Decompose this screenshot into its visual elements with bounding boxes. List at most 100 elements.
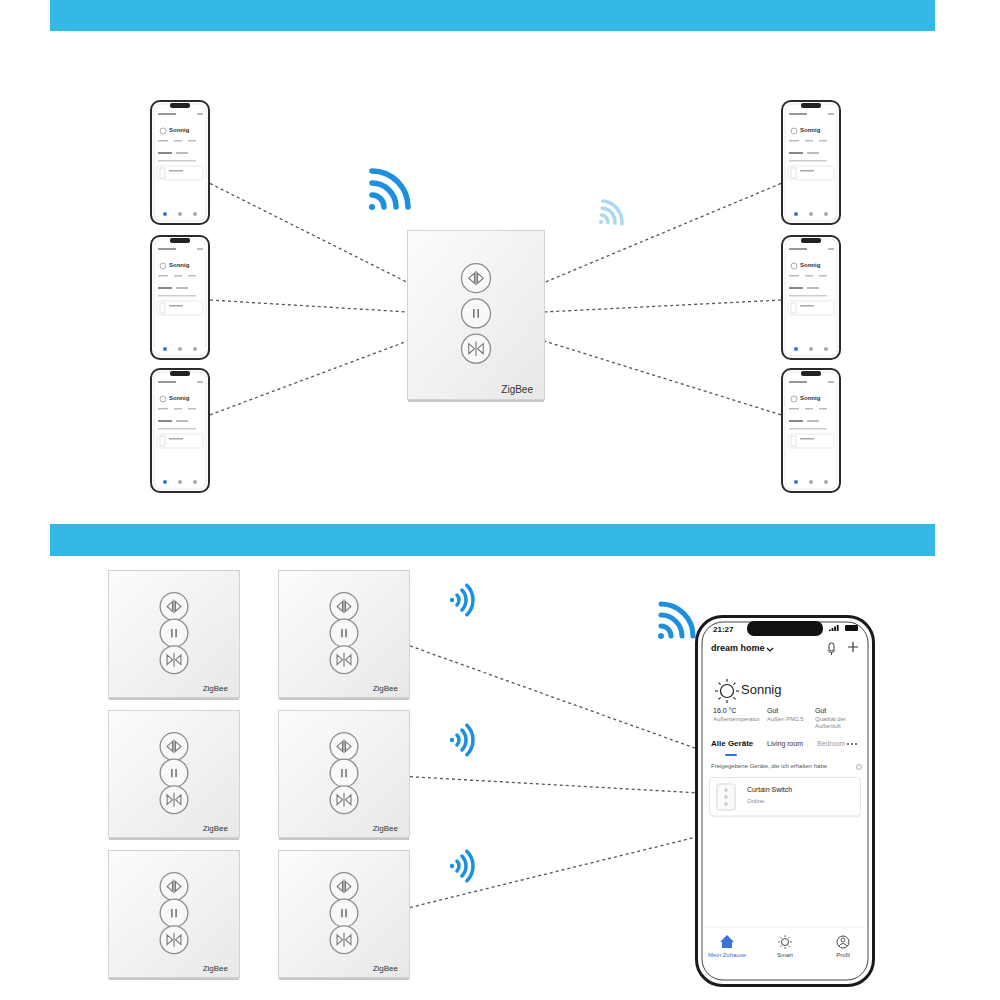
touch-button bbox=[462, 264, 491, 293]
nav-icon bbox=[193, 480, 197, 484]
wifi-arc bbox=[457, 735, 459, 745]
touch-button bbox=[330, 873, 358, 901]
device-card-shape bbox=[709, 777, 861, 817]
touch-button bbox=[330, 899, 358, 927]
screen-line bbox=[807, 152, 819, 154]
app-text: 16.0 °C bbox=[713, 707, 736, 715]
screen-line bbox=[789, 287, 803, 289]
wifi-arc bbox=[462, 590, 466, 610]
phone-body bbox=[782, 236, 840, 359]
screen-line bbox=[169, 170, 183, 172]
smartphone-shape bbox=[150, 100, 210, 225]
brand-label: ZigBee bbox=[373, 684, 398, 693]
zigbee-curtain-switch-shape bbox=[108, 570, 240, 700]
touch-button bbox=[160, 786, 188, 814]
button-icon bbox=[469, 341, 483, 355]
screen-line bbox=[158, 160, 196, 162]
phone-screen bbox=[702, 622, 868, 980]
phone-notch bbox=[801, 238, 821, 243]
screen-line bbox=[174, 408, 182, 410]
dashed-connector bbox=[410, 777, 695, 793]
smartphone: Sonnig bbox=[781, 235, 841, 360]
smart-icon bbox=[782, 939, 789, 946]
nav-icon bbox=[809, 347, 813, 351]
screen-text: Sonnig bbox=[169, 127, 189, 134]
button-icon bbox=[342, 629, 346, 637]
screen-line bbox=[789, 381, 807, 383]
sun-icon bbox=[160, 396, 166, 402]
smartphone: Sonnig bbox=[150, 100, 210, 225]
smartphone: Sonnig bbox=[781, 368, 841, 493]
app-text: Bedroom bbox=[817, 740, 845, 748]
sun-icon bbox=[791, 263, 797, 269]
app-text: Außentemperatur bbox=[713, 716, 760, 723]
screen-line bbox=[174, 140, 182, 142]
glass-panel bbox=[279, 711, 410, 838]
smartphone-shape bbox=[150, 235, 210, 360]
more-dots bbox=[855, 743, 857, 745]
nav-icon bbox=[794, 347, 798, 351]
app-text: Living room bbox=[767, 740, 803, 748]
wifi-dot bbox=[369, 204, 375, 210]
wifi-signal bbox=[450, 851, 473, 881]
screen-line bbox=[789, 140, 799, 142]
zigbee-curtain-switch-shape bbox=[108, 710, 240, 840]
brand-label: ZigBee bbox=[203, 684, 228, 693]
battery-icon bbox=[845, 625, 858, 631]
wifi-arc bbox=[661, 615, 682, 636]
brand-label: ZigBee bbox=[203, 824, 228, 833]
phone-body bbox=[151, 369, 209, 492]
wifi-arc bbox=[457, 861, 459, 871]
nav-icon bbox=[794, 212, 798, 216]
screen-text: Sonnig bbox=[169, 395, 189, 402]
nav-icon bbox=[163, 212, 167, 216]
screen-text: Sonnig bbox=[800, 395, 820, 402]
touch-button bbox=[330, 786, 358, 814]
device-card bbox=[157, 301, 203, 315]
phone-screen bbox=[154, 372, 206, 489]
chevron-icon bbox=[767, 648, 773, 651]
phone-notch bbox=[170, 371, 190, 376]
dashed-connector bbox=[210, 300, 407, 312]
nav-icon bbox=[193, 212, 197, 216]
screen-line bbox=[819, 408, 827, 410]
phone-notch bbox=[170, 238, 190, 243]
device-text: Curtain Switch bbox=[747, 786, 792, 794]
sun-ray bbox=[715, 690, 718, 691]
screen-line bbox=[158, 152, 172, 154]
screen-line bbox=[789, 113, 807, 115]
touch-button bbox=[160, 619, 188, 647]
sun-ray bbox=[736, 690, 739, 691]
button-icon bbox=[342, 909, 346, 917]
nav-icon bbox=[163, 347, 167, 351]
zigbee-curtain-switch-shape bbox=[407, 230, 545, 402]
touch-button bbox=[330, 593, 358, 621]
screen-line bbox=[174, 275, 182, 277]
zigbee-curtain-switch: ZigBee bbox=[108, 710, 240, 840]
smartphone: Sonnig bbox=[150, 235, 210, 360]
screen-line bbox=[819, 275, 827, 277]
glass-panel bbox=[109, 571, 240, 698]
card-body bbox=[710, 778, 861, 817]
touch-button bbox=[330, 759, 358, 787]
header-bar bbox=[50, 0, 935, 31]
smart-icon bbox=[778, 942, 780, 943]
app-text: Gut bbox=[767, 707, 778, 715]
smartphone: Sonnig bbox=[150, 368, 210, 493]
smartphone-shape bbox=[150, 368, 210, 493]
phone-body bbox=[151, 236, 209, 359]
nav-icon bbox=[178, 480, 182, 484]
screen-line bbox=[828, 381, 834, 383]
sun-ray bbox=[719, 683, 721, 685]
button-icon bbox=[172, 909, 176, 917]
nav-icon bbox=[794, 480, 798, 484]
app-text: Sonnig bbox=[741, 683, 781, 698]
phone-notch bbox=[747, 621, 823, 636]
phone-notch bbox=[801, 103, 821, 108]
button-icon bbox=[337, 739, 351, 753]
glass-panel bbox=[109, 851, 240, 978]
button-icon bbox=[167, 933, 181, 947]
tab-underline bbox=[725, 754, 737, 756]
screen-line bbox=[158, 113, 176, 115]
